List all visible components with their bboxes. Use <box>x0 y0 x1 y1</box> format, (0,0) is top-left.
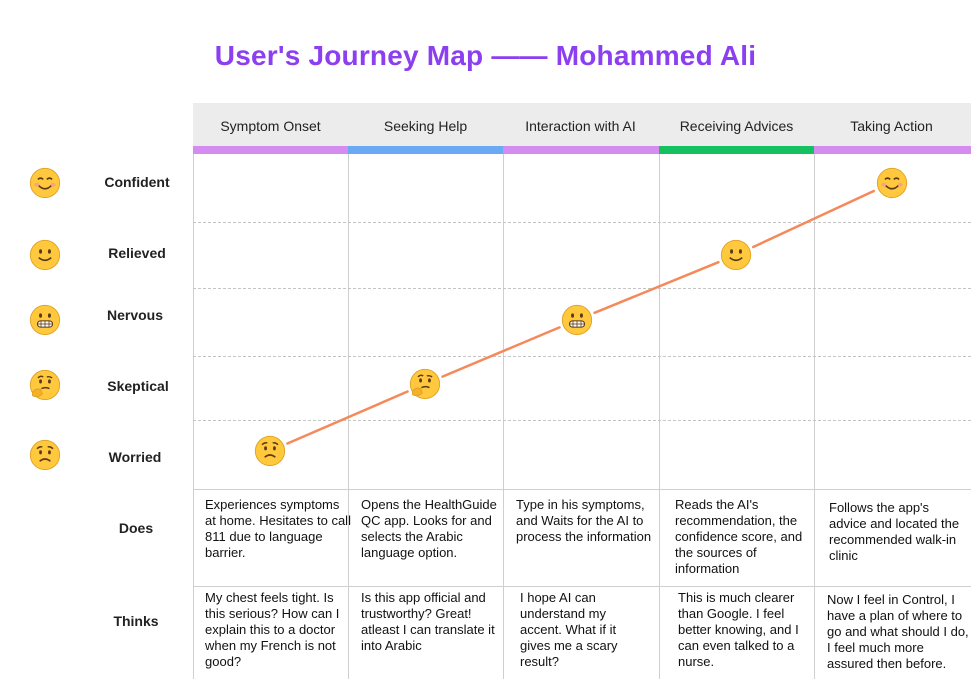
slight-smile-face-icon <box>719 238 753 272</box>
stage-stripe-symptom-onset <box>193 146 348 154</box>
grid-column-divider <box>503 154 504 679</box>
grid-row-divider <box>193 586 971 587</box>
grid-column-divider <box>659 154 660 679</box>
grid-row-divider <box>193 288 971 289</box>
row-label-thinks: Thinks <box>113 613 159 629</box>
emotion-label-nervous: Nervous <box>106 307 164 323</box>
stage-stripe-taking-action <box>814 146 971 154</box>
smiling-blush-face-icon <box>875 166 909 200</box>
journey-line-segment <box>593 260 720 315</box>
thinks-cell-symptom-onset: My chest feels tight. Is this serious? H… <box>205 590 340 669</box>
thinks-cell-taking-action: Now I feel in Control, I have a plan of … <box>827 592 969 671</box>
emotion-label-skeptical: Skeptical <box>107 378 169 394</box>
thinks-cell-receiving-advices: This is much clearer than Google. I feel… <box>678 590 799 669</box>
does-cell-seeking-help: Opens the HealthGuide QC app. Looks for … <box>361 497 497 560</box>
stage-stripe-interaction-with-ai <box>503 146 659 154</box>
grimacing-face-icon <box>28 303 62 337</box>
emotion-label-relieved: Relieved <box>108 245 166 261</box>
thinking-face-icon <box>408 367 442 401</box>
page-title: User's Journey Map —— Mohammed Ali <box>214 40 757 71</box>
journey-line-segment <box>441 326 561 378</box>
emotion-label-worried: Worried <box>108 449 162 465</box>
grid-row-divider <box>193 356 971 357</box>
journey-line-segment <box>751 189 876 249</box>
journey-line-segment <box>286 390 409 445</box>
stage-receiving-advices: Receiving Advices <box>679 117 794 134</box>
does-cell-receiving-advices: Reads the AI's recommendation, the confi… <box>675 497 803 576</box>
worried-face-icon <box>28 438 62 472</box>
stage-symptom-onset: Symptom Onset <box>220 117 321 134</box>
does-cell-taking-action: Follows the app's advice and located the… <box>829 500 960 563</box>
stage-stripe-seeking-help <box>348 146 503 154</box>
grid-row-divider <box>193 420 971 421</box>
stage-header-band <box>193 103 971 148</box>
does-cell-interaction-with-ai: Type in his symptoms, and Waits for the … <box>516 497 652 544</box>
grid-row-divider <box>193 489 971 490</box>
smiling-blush-face-icon <box>28 166 62 200</box>
grid-column-divider <box>193 154 194 679</box>
grid-column-divider <box>814 154 815 679</box>
worried-face-icon <box>253 434 287 468</box>
row-label-does: Does <box>118 520 154 536</box>
stage-taking-action: Taking Action <box>850 117 933 134</box>
does-cell-symptom-onset: Experiences symptoms at home. Hesitates … <box>205 497 351 560</box>
stage-stripe-receiving-advices <box>659 146 814 154</box>
thinks-cell-interaction-with-ai: I hope AI can understand my accent. What… <box>520 590 618 669</box>
grimacing-face-icon <box>560 303 594 337</box>
grid-row-divider <box>193 222 971 223</box>
thinks-cell-seeking-help: Is this app official and trustworthy? Gr… <box>361 590 495 653</box>
stage-seeking-help: Seeking Help <box>383 117 468 134</box>
emotion-label-confident: Confident <box>104 174 170 190</box>
stage-interaction-with-ai: Interaction with AI <box>525 117 636 134</box>
slight-smile-face-icon <box>28 238 62 272</box>
thinking-face-icon <box>28 368 62 402</box>
